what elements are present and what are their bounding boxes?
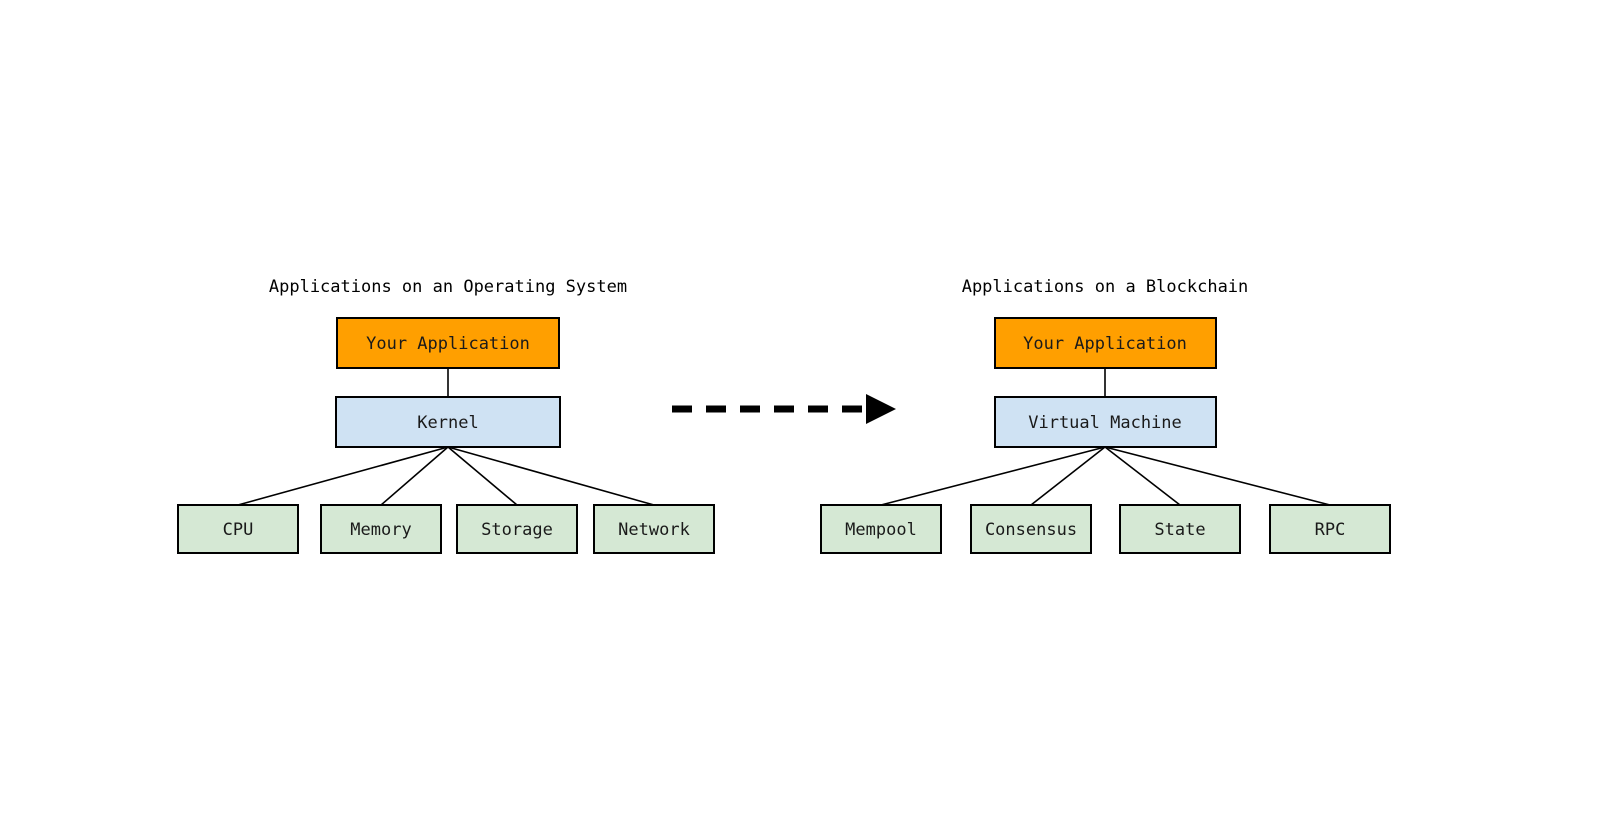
node-cpu-label: CPU	[223, 520, 254, 540]
group-title-operating-system: Applications on an Operating System	[269, 277, 627, 297]
node-state[interactable]: State	[1119, 504, 1241, 554]
edge-runtime-to-memory	[380, 446, 449, 506]
node-virtual-machine-label: Virtual Machine	[1028, 413, 1182, 433]
maps-to-arrow-head	[866, 394, 896, 424]
node-your-application-left-rect[interactable]	[336, 317, 560, 369]
maps-to-arrow	[672, 394, 896, 424]
node-memory-rect[interactable]	[320, 504, 442, 554]
node-consensus[interactable]: Consensus	[970, 504, 1092, 554]
edge-runtime-to-mempool	[880, 446, 1106, 506]
node-memory-label: Memory	[350, 520, 411, 540]
node-state-label: State	[1154, 520, 1205, 540]
node-mempool[interactable]: Mempool	[820, 504, 942, 554]
node-kernel[interactable]: Kernel	[335, 396, 561, 448]
node-network[interactable]: Network	[593, 504, 715, 554]
node-your-application-right[interactable]: Your Application	[994, 317, 1217, 369]
node-kernel-label: Kernel	[417, 413, 478, 433]
group-title-blockchain: Applications on a Blockchain	[962, 277, 1249, 297]
node-memory[interactable]: Memory	[320, 504, 442, 554]
edge-runtime-to-state	[1104, 446, 1181, 506]
node-network-rect[interactable]	[593, 504, 715, 554]
edge-runtime-to-cpu	[237, 446, 449, 506]
edge-runtime-to-rpc	[1104, 446, 1331, 506]
group-operating-system: Applications on an Operating System Your…	[177, 277, 715, 554]
node-virtual-machine[interactable]: Virtual Machine	[994, 396, 1217, 448]
node-consensus-label: Consensus	[985, 520, 1077, 540]
node-rpc[interactable]: RPC	[1269, 504, 1391, 554]
node-your-application-left[interactable]: Your Application	[336, 317, 560, 369]
edge-runtime-to-storage	[447, 446, 518, 506]
node-mempool-rect[interactable]	[820, 504, 942, 554]
node-your-application-left-label: Your Application	[366, 334, 530, 354]
edge-runtime-to-network	[447, 446, 655, 506]
node-kernel-rect[interactable]	[335, 396, 561, 448]
node-storage-rect[interactable]	[456, 504, 578, 554]
node-cpu-rect[interactable]	[177, 504, 299, 554]
node-your-application-right-label: Your Application	[1023, 334, 1187, 354]
node-virtual-machine-rect[interactable]	[994, 396, 1217, 448]
node-network-label: Network	[618, 520, 690, 540]
edge-runtime-to-consensus	[1030, 446, 1106, 506]
node-storage[interactable]: Storage	[456, 504, 578, 554]
node-consensus-rect[interactable]	[970, 504, 1092, 554]
node-your-application-right-rect[interactable]	[994, 317, 1217, 369]
node-state-rect[interactable]	[1119, 504, 1241, 554]
node-mempool-label: Mempool	[845, 520, 917, 540]
node-cpu[interactable]: CPU	[177, 504, 299, 554]
node-rpc-rect[interactable]	[1269, 504, 1391, 554]
node-storage-label: Storage	[481, 520, 553, 540]
node-rpc-label: RPC	[1315, 520, 1346, 540]
group-blockchain: Applications on a Blockchain Your Applic…	[820, 277, 1391, 554]
